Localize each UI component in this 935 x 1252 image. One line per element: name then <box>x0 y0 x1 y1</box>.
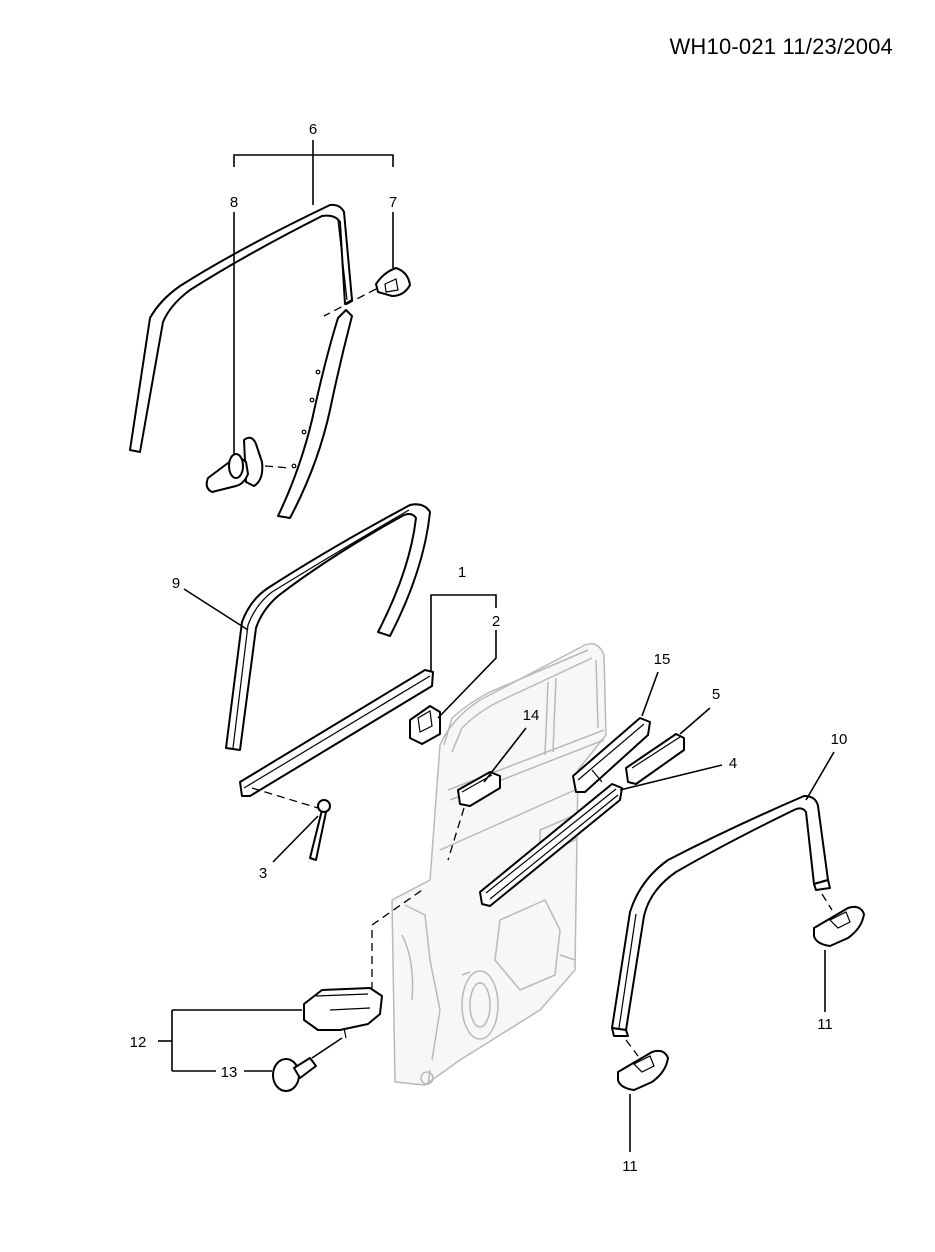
callout-2: 2 <box>492 613 500 630</box>
leader-lines <box>158 140 835 1152</box>
callout-8: 8 <box>230 194 238 211</box>
part-12-bracket <box>303 987 383 1039</box>
callout-6: 6 <box>309 121 317 138</box>
part-11-end-cap-lower <box>617 1049 669 1091</box>
rear-door-shell <box>391 643 607 1086</box>
part-11-end-cap-upper <box>813 905 865 947</box>
part-6-upper-weatherstrip <box>129 203 353 453</box>
callout-5: 5 <box>712 686 720 703</box>
callout-10: 10 <box>831 731 848 748</box>
callout-11-upper: 11 <box>817 1016 833 1033</box>
part-9-glass-run-channel <box>225 503 431 751</box>
part-5-trim-piece <box>625 733 685 785</box>
part-14-install-line <box>447 807 465 861</box>
callout-15: 15 <box>654 651 671 668</box>
part-8-install-line <box>264 465 291 469</box>
part-1-belt-molding <box>239 669 434 797</box>
part-7-install-line <box>323 288 377 317</box>
callout-4: 4 <box>729 755 737 772</box>
part-10-frame-molding <box>611 795 831 1037</box>
callout-7: 7 <box>389 194 397 211</box>
callout-12: 12 <box>130 1034 147 1051</box>
document-reference: WH10-021 11/23/2004 <box>669 34 893 59</box>
part-13-push-pin <box>272 1057 317 1092</box>
callout-labels: 6 8 7 9 1 2 3 14 15 5 4 10 11 11 12 13 <box>130 121 848 1175</box>
part-4-belt-molding <box>479 783 623 907</box>
callout-1: 1 <box>458 564 466 581</box>
part-13-install-line <box>311 1037 343 1059</box>
part-11-lower-install-line <box>625 1039 639 1057</box>
callout-11-lower: 11 <box>622 1158 638 1175</box>
part-15-trim-piece <box>572 717 651 793</box>
callout-3: 3 <box>259 865 267 882</box>
callout-13: 13 <box>221 1064 238 1081</box>
part-8-fastener <box>205 436 264 493</box>
callout-9: 9 <box>172 575 180 592</box>
callout-14: 14 <box>523 707 540 724</box>
part-2-clip <box>409 705 441 745</box>
part-3-screw <box>309 799 331 861</box>
part-6-inner-channel <box>277 309 353 519</box>
part-3-install-line <box>251 787 319 809</box>
part-12-install-line <box>371 887 426 990</box>
part-7-clip <box>375 267 411 297</box>
part-11-upper-install-line <box>821 893 833 911</box>
